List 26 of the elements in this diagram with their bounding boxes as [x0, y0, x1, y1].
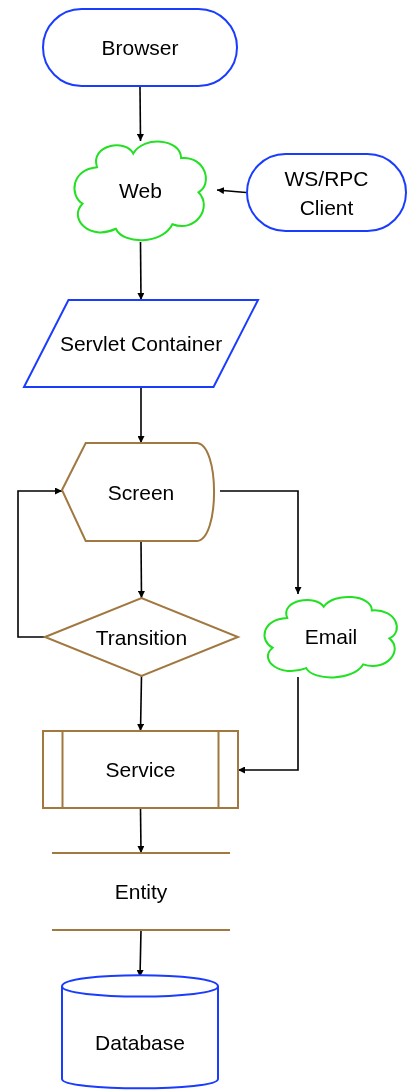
arrow: [136, 86, 144, 142]
node-label: Database: [94, 1030, 186, 1056]
predefined-process-box: [43, 731, 238, 808]
arrow: [137, 675, 145, 732]
arrow: [137, 807, 145, 854]
node-label: Servlet Container: [58, 331, 224, 357]
data-store-shape: [52, 853, 230, 930]
decision-diamond: [45, 598, 238, 676]
node-label: Service: [104, 757, 177, 783]
database-cylinder: [62, 975, 218, 1088]
arrow: [237, 676, 299, 774]
node-label: Entity: [113, 879, 169, 905]
node-label: Transition: [94, 624, 189, 651]
arrow: [216, 187, 247, 195]
node-label: Browser: [100, 35, 180, 61]
node-label: Screen: [106, 479, 176, 506]
parallelogram-shape: [24, 300, 258, 387]
node-label: Web: [118, 177, 163, 204]
arrow: [137, 241, 145, 301]
arrow: [137, 540, 145, 599]
arrow: [137, 386, 145, 444]
arrow: [219, 490, 302, 595]
arrow: [17, 487, 63, 638]
node-label: Email: [303, 624, 359, 650]
node-label: WS/RPC Client: [283, 165, 370, 221]
terminal-shape: [246, 153, 407, 232]
